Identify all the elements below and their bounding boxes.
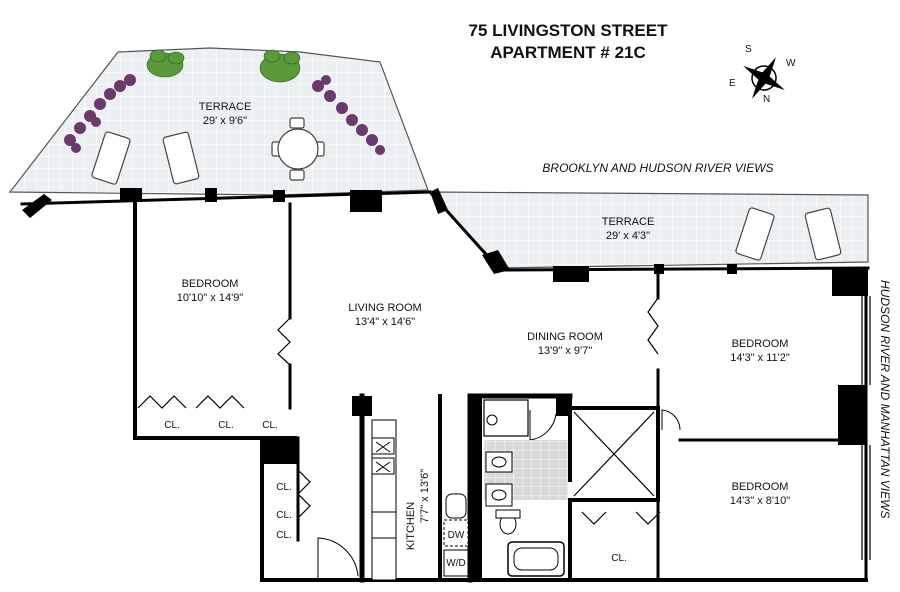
closet-label-5: CL.	[276, 510, 292, 521]
bedroom-se-name: BEDROOM	[732, 481, 789, 493]
bedroom-west-name: BEDROOM	[182, 278, 239, 290]
closet-label-6: CL.	[276, 530, 292, 541]
washer-dryer-label: W/D	[446, 558, 465, 569]
north-views-label: BROOKLYN AND HUDSON RIVER VIEWS	[542, 161, 773, 175]
compass-icon	[743, 57, 785, 99]
living-room-dims: 13'4" x 14'6"	[355, 316, 415, 328]
compass-n: N	[763, 94, 770, 105]
closet-doors	[137, 297, 661, 525]
dining-room-name: DINING ROOM	[527, 331, 603, 343]
compass-s: S	[745, 44, 752, 55]
planter-east	[312, 75, 385, 155]
terrace-west-dims: 29' x 9'6"	[203, 115, 247, 127]
east-views-label: HUDSON RIVER AND MANHATTAN VIEWS	[878, 280, 892, 518]
bedroom-west-dims: 10'10" x 14'9"	[177, 292, 244, 304]
lounge-chair-1	[91, 131, 131, 185]
title-line-2: APARTMENT # 21C	[490, 43, 646, 62]
kitchen-name: KITCHEN	[405, 502, 417, 550]
bathroom	[483, 399, 568, 577]
compass-e: E	[729, 78, 736, 89]
closet-label-4: CL.	[276, 482, 292, 493]
round-table	[271, 117, 325, 181]
dishwasher-label: DW	[448, 530, 465, 541]
terrace-east-name: TERRACE	[602, 216, 655, 228]
closet-label-3: CL.	[262, 420, 278, 431]
compass-w: W	[786, 58, 796, 69]
dining-room-dims: 13'9" x 9'7"	[538, 345, 592, 357]
lounge-chair-4	[804, 207, 842, 261]
lounge-chair-2	[162, 131, 200, 185]
lounge-chair-3	[735, 207, 775, 261]
kitchen-fixtures	[371, 419, 469, 581]
planter-west	[64, 74, 136, 153]
closet-label-2: CL.	[218, 420, 234, 431]
living-room-name: LIVING ROOM	[348, 302, 421, 314]
plant-1	[146, 49, 185, 78]
bedroom-se-dims: 14'3" x 8'10"	[730, 495, 790, 507]
bedroom-ne-name: BEDROOM	[732, 338, 789, 350]
terrace-west-name: TERRACE	[199, 101, 252, 113]
title-line-1: 75 LIVINGSTON STREET	[468, 21, 668, 40]
closet-label-1: CL.	[164, 420, 180, 431]
shaft-box	[573, 411, 655, 497]
closet-label-7: CL.	[611, 553, 627, 564]
east-windows	[861, 296, 871, 560]
kitchen-dims: 7'7" x 13'6"	[419, 469, 431, 523]
plant-2	[259, 49, 301, 83]
columns	[22, 188, 868, 580]
bedroom-ne-dims: 14'3" x 11'2"	[730, 352, 790, 364]
terrace-east-dims: 29' x 4'3"	[606, 230, 650, 242]
